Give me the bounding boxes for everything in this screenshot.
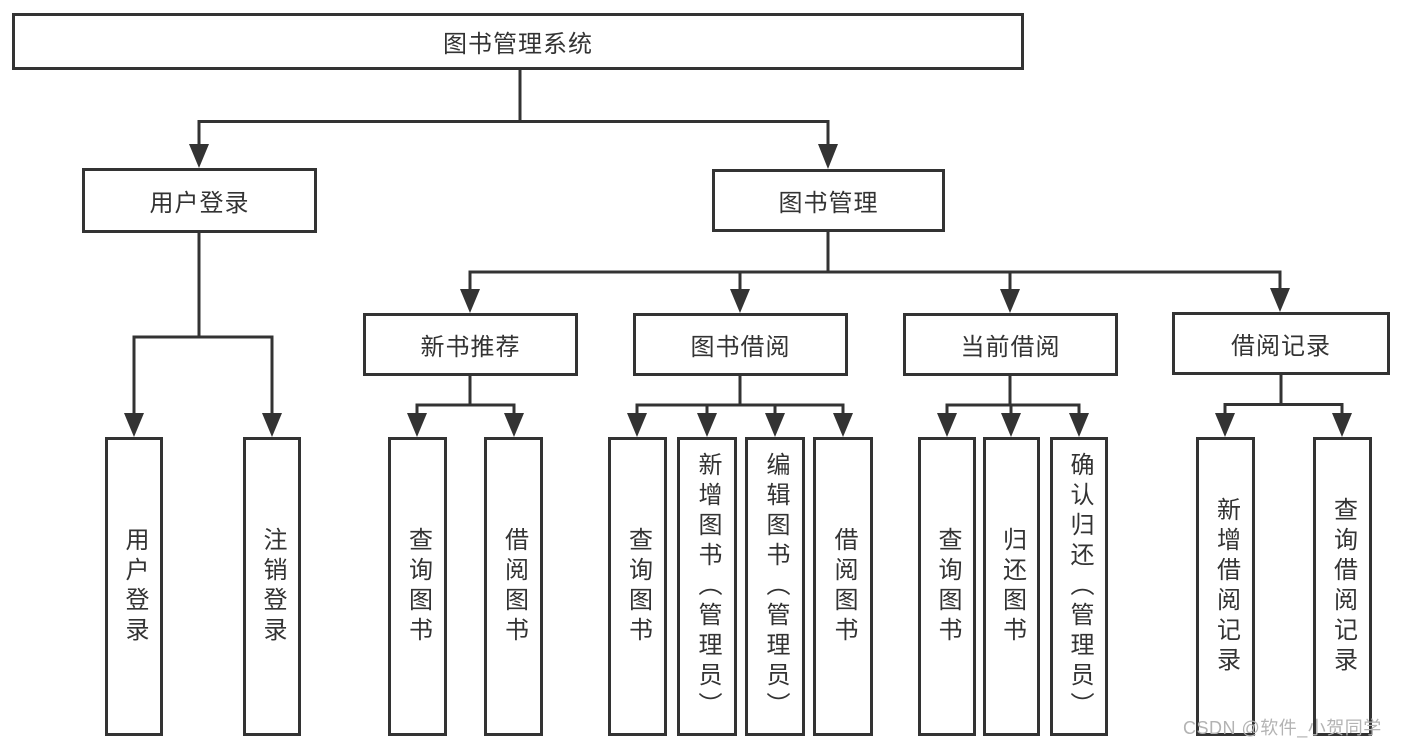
node-new-book-rec: 新书推荐 (363, 313, 578, 376)
arrow-user-login (189, 144, 209, 168)
leaf-cb-return-books-label: 归还图书 (998, 526, 1026, 647)
node-current-borrow: 当前借阅 (903, 313, 1118, 376)
node-new-book-rec-label: 新书推荐 (420, 334, 521, 361)
arrow-cb-confirm (1069, 413, 1089, 437)
node-user-login: 用户登录 (82, 168, 317, 233)
node-root-label: 图书管理系统 (443, 31, 593, 58)
leaf-cb-query-books: 查询图书 (918, 437, 976, 736)
leaf-user-login-label: 用户登录 (121, 526, 148, 647)
leaf-bb-query-books-label: 查询图书 (624, 526, 652, 647)
arrow-cb-query (937, 413, 957, 437)
leaf-nbr-query-books-label: 查询图书 (404, 526, 432, 647)
arrow-bb-query (627, 413, 647, 437)
arrow-book-mgmt (818, 144, 838, 169)
arrow-borrow-records (1270, 288, 1290, 312)
arrow-bb-edit (765, 413, 785, 437)
leaf-nbr-query-books: 查询图书 (388, 437, 447, 736)
leaf-bb-borrow-books-label: 借阅图书 (830, 526, 857, 647)
leaf-nbr-borrow-books: 借阅图书 (484, 437, 543, 736)
connector-user-login-children (132, 335, 274, 414)
leaf-bb-borrow-books: 借阅图书 (813, 437, 873, 736)
arrow-bb-add (697, 413, 717, 437)
leaf-bb-edit-books-label: 编辑图书（管理员） (762, 451, 789, 722)
leaf-br-query-record-label: 查询借阅记录 (1329, 496, 1357, 677)
arrow-br-add (1215, 413, 1235, 437)
leaf-user-login: 用户登录 (105, 437, 163, 736)
node-current-borrow-label: 当前借阅 (960, 334, 1061, 361)
leaf-logout: 注销登录 (243, 437, 301, 736)
node-book-mgmt: 图书管理 (712, 169, 945, 232)
arrow-ul-login (124, 413, 144, 437)
arrow-br-query (1332, 413, 1352, 437)
node-borrow-records-label: 借阅记录 (1231, 333, 1331, 360)
node-user-login-label: 用户登录 (149, 190, 250, 217)
leaf-logout-label: 注销登录 (259, 526, 286, 647)
arrow-nb-borrow (504, 413, 524, 437)
node-root: 图书管理系统 (12, 13, 1024, 70)
leaf-cb-return-books: 归还图书 (983, 437, 1040, 736)
connector-level2 (468, 270, 1282, 290)
leaf-bb-add-books: 新增图书（管理员） (677, 437, 737, 736)
leaf-bb-query-books: 查询图书 (608, 437, 667, 736)
node-book-mgmt-label: 图书管理 (778, 190, 879, 217)
leaf-bb-edit-books: 编辑图书（管理员） (745, 437, 805, 736)
node-book-borrow-label: 图书借阅 (690, 334, 791, 361)
node-borrow-records: 借阅记录 (1172, 312, 1390, 375)
leaf-cb-confirm-return-label: 确认归还（管理员） (1066, 451, 1093, 722)
leaf-cb-confirm-return: 确认归还（管理员） (1050, 437, 1108, 736)
connector-br-children (1223, 403, 1344, 414)
watermark: CSDN @软件_小贺同学 (1183, 718, 1382, 738)
leaf-br-query-record: 查询借阅记录 (1313, 437, 1372, 736)
leaf-nbr-borrow-books-label: 借阅图书 (500, 526, 528, 647)
connector-bb-children (635, 403, 845, 414)
arrow-book-borrow (730, 289, 750, 313)
arrow-current-borrow (1000, 289, 1020, 313)
arrow-nb-query (407, 413, 427, 437)
connector-nbr-children (415, 403, 516, 414)
connector-level1 (197, 120, 830, 145)
arrow-bb-borrow (833, 413, 853, 437)
leaf-bb-add-books-label: 新增图书（管理员） (694, 451, 721, 722)
arrow-ul-logout (262, 413, 282, 437)
leaf-cb-query-books-label: 查询图书 (934, 526, 961, 647)
arrow-cb-return (1001, 413, 1021, 437)
leaf-br-add-record: 新增借阅记录 (1196, 437, 1255, 736)
arrow-new-book-rec (460, 289, 480, 313)
connector-cb-children (945, 403, 1081, 414)
node-book-borrow: 图书借阅 (633, 313, 848, 376)
leaf-br-add-record-label: 新增借阅记录 (1212, 496, 1240, 677)
